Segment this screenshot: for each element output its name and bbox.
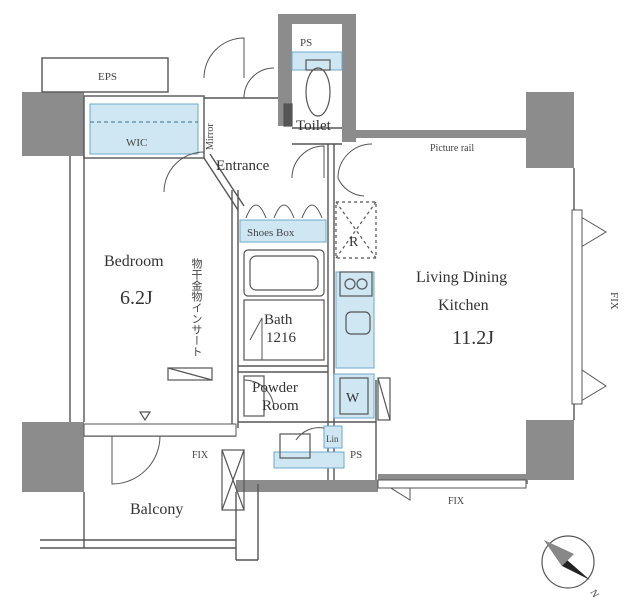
ps-bottom-shaft — [273, 451, 345, 469]
label-fix-side: FIX — [608, 292, 620, 310]
bathtub — [243, 249, 325, 297]
label-fix-bottom: FIX — [448, 496, 465, 507]
compass-ring — [541, 535, 595, 589]
wall-bottom-mid — [236, 480, 378, 492]
kitchen-sink — [345, 311, 371, 335]
burner-2 — [356, 278, 368, 290]
label-eps: EPS — [98, 71, 117, 83]
label-bath: Bath — [264, 312, 293, 328]
window-casement — [575, 213, 607, 405]
column-top-left — [22, 92, 84, 156]
stove — [339, 271, 373, 297]
label-toilet: Toilet — [296, 118, 332, 134]
label-fix-balcony: FIX — [192, 450, 209, 461]
label-linen: Lin — [326, 434, 339, 444]
label-ps-bottom: PS — [350, 449, 362, 461]
label-bedroom: Bedroom — [104, 253, 164, 270]
compass — [541, 535, 595, 589]
label-bath-size: 1216 — [266, 330, 297, 346]
label-ldk-2: Kitchen — [438, 297, 489, 314]
ldk-bottom-window-frame — [377, 479, 527, 489]
toilet-tank — [305, 59, 331, 71]
toilet-paper-holder — [283, 103, 293, 127]
drain-marker — [138, 411, 152, 422]
doors — [111, 37, 607, 501]
ps-top-shaft — [291, 51, 343, 71]
label-refrigerator: R — [349, 235, 359, 250]
column-top-right — [526, 92, 574, 168]
label-powder-1: Powder — [252, 380, 298, 396]
burner-1 — [344, 278, 356, 290]
powder-storage — [377, 377, 391, 421]
label-picture-rail: Picture rail — [430, 143, 474, 154]
label-north: N — [587, 588, 600, 600]
balcony-unit — [221, 449, 245, 511]
shoes-box-doors — [245, 204, 323, 219]
label-powder-2: Room — [262, 398, 299, 414]
linen-cabinet — [323, 425, 343, 449]
window-frames — [83, 209, 583, 489]
label-wic: WIC — [126, 137, 147, 149]
wall-ldk-bottom — [378, 474, 528, 484]
powder-vanity — [243, 375, 265, 417]
wall-toilet-right — [342, 14, 356, 142]
column-bottom-right — [526, 420, 574, 480]
label-washer: W — [346, 391, 360, 406]
label-ldk-1: Living Dining — [416, 269, 507, 286]
label-shoes-box: Shoes Box — [247, 227, 295, 239]
label-insert-note: 物干金物インサート — [190, 257, 203, 357]
label-balcony: Balcony — [130, 501, 183, 518]
entrance-door — [203, 37, 245, 79]
refrigerator — [335, 201, 377, 259]
toilet-door — [291, 145, 325, 179]
washer-area — [333, 373, 375, 419]
fixtures — [138, 59, 391, 511]
powder-door-2 — [295, 427, 325, 441]
ldk-door-b — [337, 177, 365, 197]
label-ps-top: PS — [300, 37, 312, 49]
entrance-door-2 — [243, 67, 275, 99]
ldk-door-a — [337, 143, 373, 179]
shoes-box — [239, 219, 327, 243]
label-mirror: Mirror — [205, 123, 216, 150]
label-entrance: Entrance — [216, 158, 270, 174]
wall-toilet-top — [278, 14, 356, 24]
ldk-side-window-frame — [571, 209, 583, 405]
toilet-bowl — [305, 67, 331, 117]
powder-door — [243, 379, 275, 411]
bath-door — [249, 317, 263, 360]
washer — [339, 377, 369, 415]
balcony-window-frame — [83, 423, 237, 437]
balcony-door — [111, 435, 161, 485]
room-labels: EPS PS WIC Mirror Toilet Entrance Pictur… — [98, 37, 620, 600]
label-ldk-size: 11.2J — [452, 327, 494, 349]
insert-bracket — [167, 367, 213, 381]
bathtub-inner — [249, 255, 319, 291]
structural-columns — [22, 14, 574, 492]
powder-washbasin — [279, 433, 311, 459]
bedroom-door — [163, 151, 205, 193]
column-bottom-left — [22, 422, 84, 492]
wall-toilet-left — [278, 14, 292, 126]
wall-picture-rail — [356, 130, 526, 138]
wic-closet — [89, 103, 199, 155]
label-bedroom-size: 6.2J — [120, 287, 153, 309]
bath-floor — [243, 299, 325, 361]
